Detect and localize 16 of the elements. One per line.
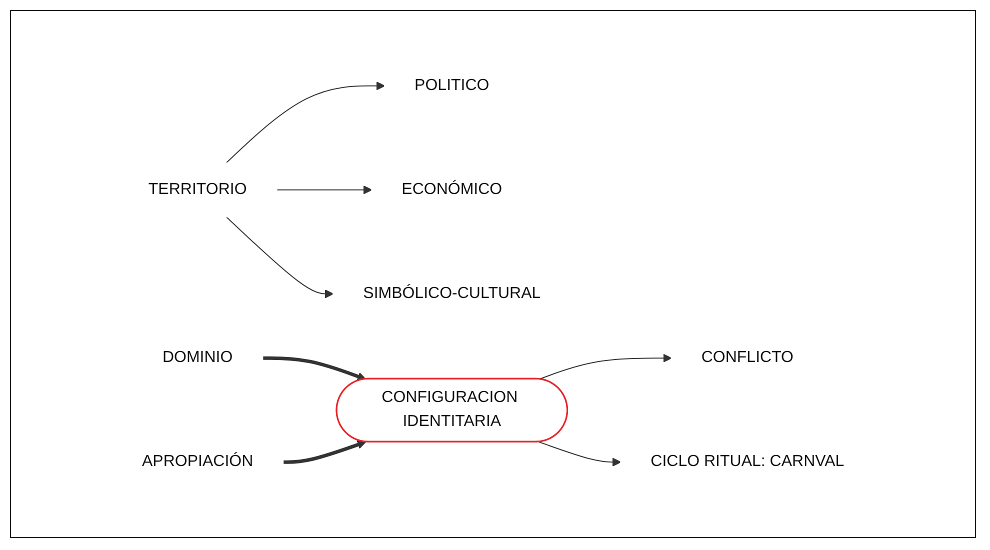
- node-text: CONFLICTO: [701, 349, 794, 366]
- arrow: [226, 81, 385, 164]
- diagram-frame: TERRITORIO POLITICO ECONÓMICO SIMBÓLICO-CULTURAL DOMINIO APROPIACIÓN CONFLICTO CONFIGURACION IDENTITARIA CICLO RITUAL: CARNVAL: [10, 10, 976, 538]
- arrow: [262, 356, 366, 381]
- arrow: [276, 185, 372, 194]
- node-text: SIMBÓLICO-CULTURAL: [363, 284, 541, 302]
- arrow: [226, 216, 334, 298]
- node-text: POLITICO: [414, 76, 490, 94]
- node-text: CICLO RITUAL: CARNVAL: [650, 453, 844, 470]
- arrow: [538, 441, 621, 467]
- node-text: DOMINIO: [162, 349, 233, 366]
- node-text: APROPIACIÓN: [142, 453, 254, 470]
- arrow: [283, 440, 366, 464]
- node-text: ECONÓMICO: [402, 180, 502, 198]
- arrow: [538, 354, 672, 380]
- node-text: TERRITORIO: [148, 180, 247, 198]
